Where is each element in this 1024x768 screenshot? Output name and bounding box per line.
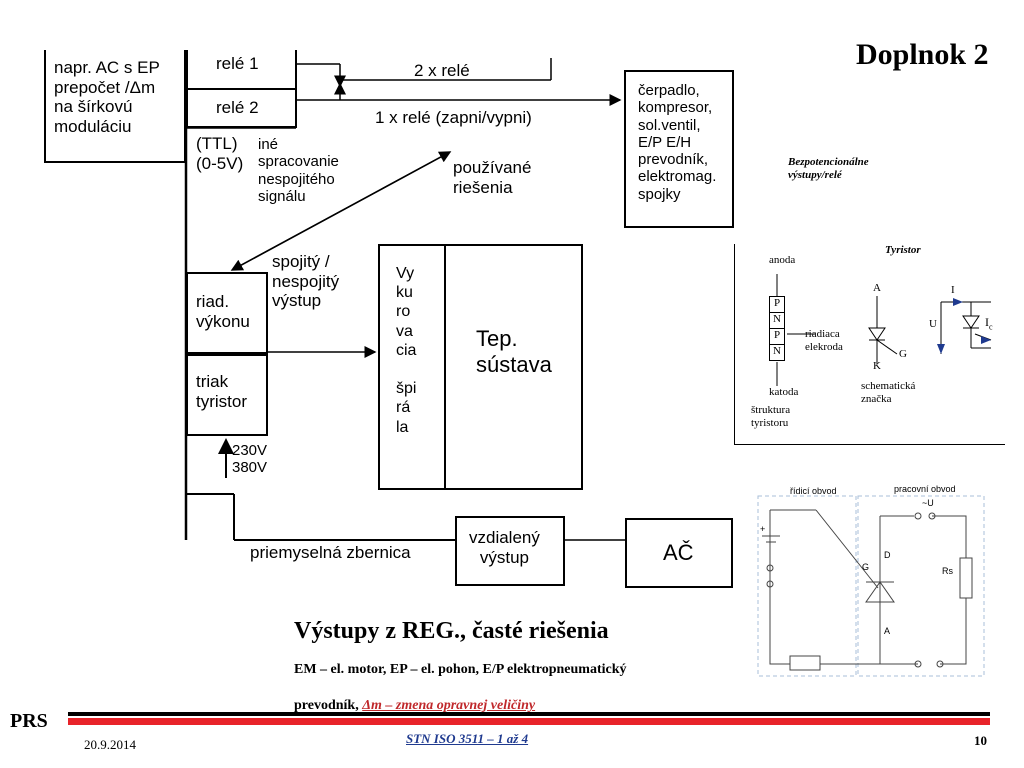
footer-page-number: 10: [974, 733, 987, 748]
legend-line-2: prevodník, Δm – zmena opravnej veličiny: [294, 682, 535, 714]
triac-box: triak tyristor: [186, 354, 268, 436]
layer-1: P: [769, 296, 785, 313]
layer-2: N: [769, 312, 785, 329]
ac-box-label: napr. AC s EP prepočet /Δm na šírkovú mo…: [54, 58, 160, 136]
symbol-a-label: A: [873, 282, 881, 294]
footer-date: 20.9.2014: [84, 737, 136, 752]
legend-link[interactable]: Δm – zmena opravnej veličiny: [362, 698, 536, 714]
side-note: Bezpotencionálne výstupy/relé: [788, 156, 869, 181]
continuous-output-label: spojitý / nespojitý výstup: [272, 252, 340, 311]
circuit-drawing: [757, 495, 985, 677]
ac-box: napr. AC s EP prepočet /Δm na šírkovú mo…: [44, 50, 186, 163]
circuit-panel: řídicí obvod pracovní obvod ~U + D G A R…: [756, 484, 1014, 678]
other-processing-label: iné spracovanie nespojitého signálu: [258, 136, 339, 205]
ac-output-box: AČ: [625, 518, 733, 588]
industrial-bus-label: priemyselná zbernica: [250, 543, 411, 562]
symbol-k-label: K: [873, 360, 881, 372]
remote-output-label: vzdialený výstup: [469, 528, 540, 567]
rs-label: Rs: [942, 566, 953, 576]
thyristor-title: Tyristor: [885, 244, 921, 256]
actuators-box: čerpadlo, kompresor, sol.ventil, E/P E/H…: [624, 70, 734, 228]
anode-label: anoda: [769, 254, 796, 266]
layer-3: P: [769, 328, 785, 345]
heating-box: Vy ku ro va cia špi rá la Tep. sústava: [378, 244, 583, 490]
ttl-label: (TTL) (0-5V): [196, 134, 244, 173]
footer-rule-black: [68, 712, 990, 716]
heating-label: Vy ku ro va cia špi rá la: [396, 265, 417, 436]
remote-output-box: vzdialený výstup: [455, 516, 565, 586]
layer-4: N: [769, 344, 785, 361]
voltage-label: 230V 380V: [232, 442, 268, 477]
cathode-label: katoda: [769, 386, 799, 398]
rele2-label: relé 2: [216, 98, 259, 117]
current-i-label: I: [951, 284, 955, 296]
legend-prefix: prevodník,: [294, 698, 363, 714]
actuators-label: čerpadlo, kompresor, sol.ventil, E/P E/H…: [638, 82, 717, 203]
rele2-box: relé 2: [186, 88, 297, 128]
gate-electrode-label: riadiaca elekroda: [805, 328, 843, 353]
power-circuit-label: pracovní obvod: [894, 484, 956, 494]
page-title: Doplnok 2: [856, 38, 989, 71]
footer-standard: STN ISO 3511 – 1 až 4: [406, 731, 529, 746]
power-control-box: riad. výkonu: [186, 272, 268, 354]
used-solutions-label: používané riešenia: [453, 158, 532, 197]
control-circuit-label: řídicí obvod: [790, 486, 837, 496]
structure-label: štruktura tyristoru: [751, 404, 791, 429]
schematic-label: schematická značka: [861, 380, 916, 405]
rele1-label: relé 1: [216, 54, 259, 73]
thyristor-drawing: [776, 274, 992, 386]
supply-label: ~U: [922, 498, 934, 508]
subtitle: Výstupy z REG., časté riešenia: [294, 618, 609, 644]
thyristor-panel: Tyristor anoda P N P N riadiaca elekroda…: [734, 244, 1005, 445]
g-label: G: [862, 562, 870, 572]
legend-line-1: EM – el. motor, EP – el. pohon, E/P elek…: [294, 662, 627, 677]
pnpn-stack: P N P N: [769, 296, 785, 362]
ac-output-label: AČ: [663, 540, 694, 565]
rele1-box: relé 1: [186, 50, 297, 90]
current-ic-label: Ic: [985, 315, 993, 332]
two-relays-label: 2 x relé: [414, 61, 470, 80]
power-control-label: riad. výkonu: [196, 292, 250, 331]
triac-label: triak tyristor: [196, 372, 247, 411]
voltage-u-label: U: [929, 318, 937, 330]
footer-logo: PRS: [10, 710, 48, 732]
symbol-g-label: G: [899, 348, 907, 360]
one-relay-label: 1 x relé (zapni/vypni): [375, 108, 532, 127]
plus-label: +: [760, 524, 766, 534]
footer-rule-red: [68, 718, 990, 725]
thermal-system-label: Tep. sústava: [476, 326, 552, 378]
d-label: D: [884, 550, 891, 560]
a-label: A: [884, 626, 891, 636]
heating-divider: [444, 246, 446, 488]
